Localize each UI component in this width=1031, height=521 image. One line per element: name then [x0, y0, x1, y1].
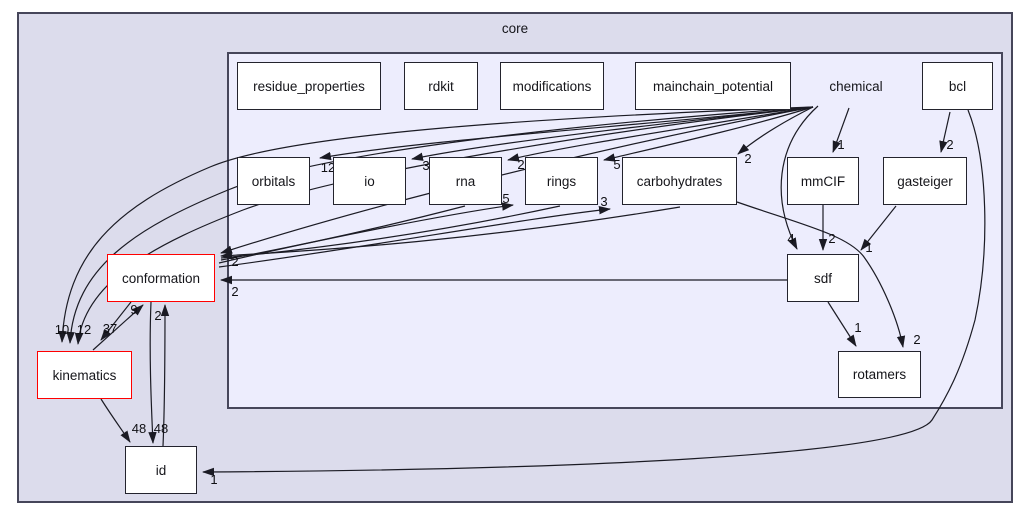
node-label: mmCIF [800, 173, 846, 189]
node-conformation[interactable]: conformation [107, 254, 215, 302]
node-label: rotamers [852, 367, 907, 382]
node-label: chemical [829, 78, 883, 94]
edge-conformation-rings [218, 202, 514, 264]
edge-kinematics-id [100, 398, 131, 443]
edge-chemical-io [411, 106, 814, 161]
node-bcl[interactable]: bcl [922, 62, 993, 110]
node-rdkit[interactable]: rdkit [404, 62, 478, 110]
node-label: kinematics [52, 367, 117, 383]
node-chemical-current-dir: chemical [818, 76, 894, 96]
node-label: conformation [121, 270, 201, 286]
edge-label: 2 [913, 332, 920, 347]
edge-bcl-id [202, 109, 986, 477]
node-label: rings [546, 173, 577, 189]
node-label: gasteiger [897, 173, 953, 189]
node-kinematics[interactable]: kinematics [37, 351, 132, 399]
edge-label: 1 [837, 137, 844, 152]
node-label: carbohydrates [636, 173, 723, 189]
edge-gasteiger-sdf [860, 205, 897, 251]
edge-conformation-carbohydrates [218, 206, 611, 268]
node-mainchain-potential[interactable]: mainchain_potential [635, 62, 791, 110]
edge-label: 2 [744, 151, 751, 166]
node-label: residue_properties [253, 78, 365, 94]
edge-chemical-sdf [780, 105, 819, 250]
edge-label: 1 [854, 320, 861, 335]
node-gasteiger[interactable]: gasteiger [883, 157, 967, 205]
edge-carbohydrates-rotamers [736, 201, 906, 348]
node-label: mainchain_potential [652, 78, 774, 94]
edge-label: 10 [55, 322, 69, 337]
node-residue-properties[interactable]: residue_properties [237, 62, 381, 110]
edge-label: 2 [828, 231, 835, 246]
node-label: id [155, 462, 167, 478]
edge-label: 37 [103, 321, 117, 336]
node-id[interactable]: id [125, 446, 197, 494]
edge-bcl-gasteiger [939, 111, 951, 153]
node-label: rdkit [428, 78, 454, 94]
node-modifications[interactable]: modifications [500, 62, 604, 110]
node-label: rna [455, 173, 476, 189]
edge-label: 5 [502, 191, 509, 206]
edge-label: 1 [210, 472, 217, 487]
node-label: sdf [813, 270, 832, 286]
edge-label: 3 [600, 194, 607, 209]
node-carbohydrates[interactable]: carbohydrates [622, 157, 737, 205]
node-rings[interactable]: rings [525, 157, 598, 205]
node-io[interactable]: io [333, 157, 406, 205]
edge-label: 5 [613, 157, 620, 172]
edge-label: 2 [154, 308, 161, 323]
edge-label: 12 [77, 322, 91, 337]
edge-label: 12 [321, 160, 335, 175]
edge-chemical-rna [507, 106, 814, 162]
node-label: orbitals [251, 173, 296, 189]
edge-kinematics-conformation [92, 304, 144, 351]
edge-label: 48 [154, 421, 168, 436]
edge-label: 9 [130, 302, 137, 317]
edge-chemical-carbohydrates [737, 106, 814, 155]
node-orbitals[interactable]: orbitals [237, 157, 310, 205]
edge-bundle-strand [220, 205, 466, 261]
node-sdf[interactable]: sdf [787, 254, 859, 302]
node-label: bcl [948, 78, 967, 94]
edge-conformation-kinematics [100, 301, 132, 341]
edge-label: 2 [231, 284, 238, 299]
edge-chemical-orbitals [319, 106, 814, 161]
edge-id-conformation [160, 304, 170, 447]
edge-label: 4 [787, 231, 794, 246]
node-mmcif[interactable]: mmCIF [787, 157, 859, 205]
edge-label: 2 [517, 157, 524, 172]
edge-chemical-kinematics [58, 106, 814, 343]
edge-label: 2 [946, 137, 953, 152]
node-rna[interactable]: rna [429, 157, 502, 205]
node-rotamers[interactable]: rotamers [838, 351, 921, 398]
edge-chemical-rings [603, 106, 814, 162]
edge-conformation-id [148, 301, 157, 444]
node-label: io [364, 173, 375, 189]
edge-label: 2 [231, 254, 238, 269]
edge-chemical-kinematics [74, 106, 814, 345]
cluster-core-label: core [501, 21, 529, 36]
edge-label: 48 [132, 421, 146, 436]
node-label: modifications [512, 78, 592, 94]
cluster-chemical [227, 52, 1003, 409]
edge-chemical-mmcif [832, 107, 850, 153]
edge-label: 3 [422, 158, 429, 173]
edge-label: 1 [865, 240, 872, 255]
edge-sdf-rotamers [827, 301, 857, 347]
